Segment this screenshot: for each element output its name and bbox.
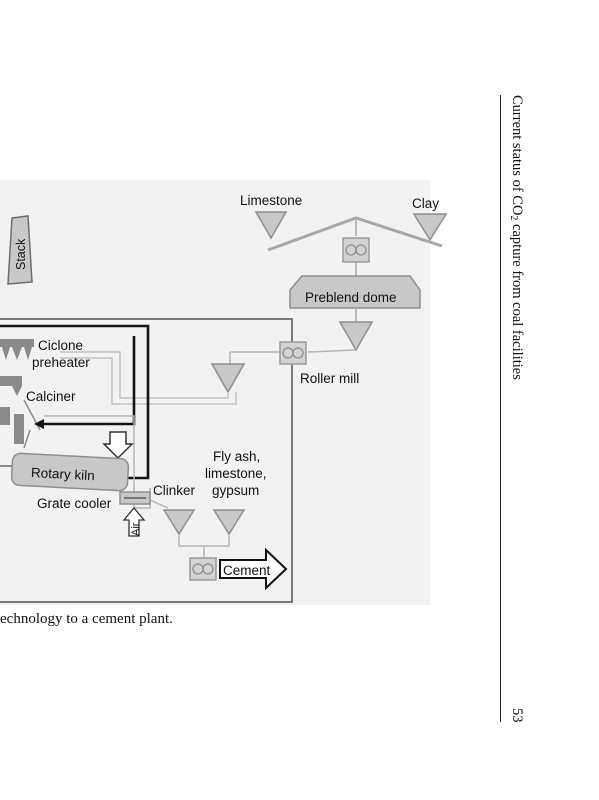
clay-label: Clay: [412, 196, 439, 211]
stack-shape: [7, 215, 33, 285]
cement-label: Cement: [223, 563, 271, 578]
limestone-hopper: [254, 211, 288, 240]
feed-line: [60, 357, 237, 405]
calciner-body: [0, 407, 10, 425]
rotary-kiln-shape: [10, 452, 130, 492]
additives-limestone-label: limestone,: [205, 466, 267, 481]
air-label: Air: [130, 522, 142, 536]
roller-mill-icon: [292, 347, 304, 359]
connector-line: [307, 349, 357, 353]
preblend-dome-shape: [289, 275, 421, 309]
air-arrow-icon: [122, 506, 146, 537]
running-head-subscript: 2: [508, 215, 520, 221]
ciclone-label: Ciclone: [38, 338, 83, 353]
clinker-label: Clinker: [153, 483, 196, 498]
cyclone-icon: [12, 347, 22, 360]
raw-meal-hopper: [210, 363, 246, 394]
connector-line: [149, 499, 169, 509]
preheater-top: [0, 339, 34, 347]
gypsum-label: gypsum: [212, 483, 259, 498]
exhaust-gas-line: [0, 324, 150, 480]
cyclone-icon: [2, 347, 10, 360]
margin-rule: [500, 95, 501, 722]
running-head-end: capture from coal facilities: [509, 220, 525, 380]
cyclone-icon: [24, 347, 32, 360]
connector-line: [23, 429, 31, 449]
crusher-roller-icon: [355, 244, 367, 256]
fuel-arrow-icon: [102, 431, 134, 460]
preblend-dome-label: Preblend dome: [305, 290, 397, 305]
cement-arrow-icon: [219, 547, 288, 591]
calciner-label: Calciner: [26, 389, 76, 404]
preheater-label: preheater: [32, 355, 90, 370]
running-head: Current status of CO2 capture from coal …: [508, 95, 525, 380]
fly-ash-label: Fly ash,: [213, 449, 260, 464]
cement-mill-icon: [202, 563, 214, 575]
plant-boundary: [0, 318, 293, 603]
calciner-duct: [14, 414, 24, 444]
grate-cooler-label: Grate cooler: [37, 496, 112, 511]
limestone-label: Limestone: [240, 193, 302, 208]
clay-hopper: [412, 213, 448, 242]
feed-line: [60, 351, 229, 399]
cyclone-stage: [0, 376, 22, 386]
page-number: 53: [509, 708, 525, 723]
additive-hopper: [212, 509, 246, 536]
clinker-hopper: [162, 509, 196, 536]
stack-label: Stack: [14, 238, 28, 270]
cyclone-icon: [12, 386, 22, 396]
running-head-start: Current status of CO: [509, 95, 525, 216]
conveyor-roof: [267, 216, 443, 252]
roller-mill-label: Roller mill: [300, 371, 359, 386]
rotary-kiln-label: Rotary kiln: [31, 465, 95, 483]
figure-caption: echnology to a cement plant.: [0, 611, 173, 627]
arrowhead-icon: [34, 419, 44, 429]
